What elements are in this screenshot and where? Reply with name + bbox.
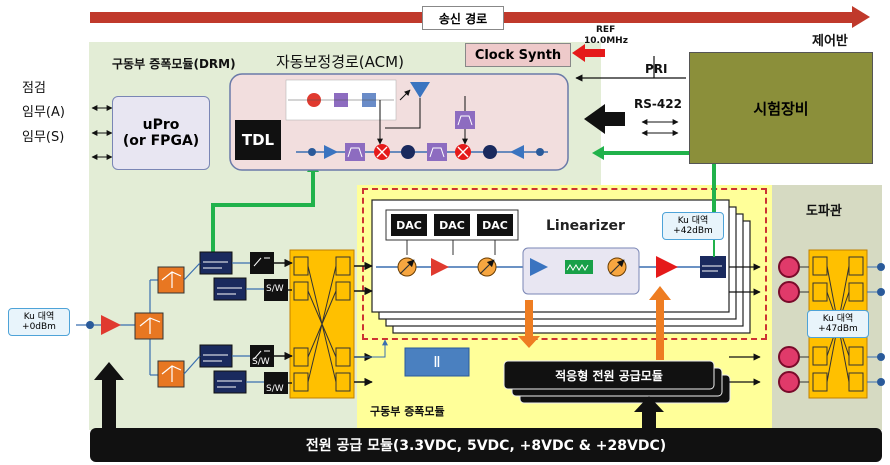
upro-box[interactable]: uPro (or FPGA)	[112, 96, 210, 170]
bias-box-label: Ⅱ	[433, 353, 441, 371]
dac-1[interactable]: DAC	[391, 214, 427, 236]
left-io-arrows	[91, 105, 113, 160]
acm-title: 자동보정경로(ACM)	[276, 53, 404, 71]
sw-label-2: S/W	[252, 357, 270, 367]
ref-label: REF	[596, 25, 616, 35]
sw-label-3: S/W	[266, 384, 284, 394]
clock-synth-box[interactable]: Clock Synth	[465, 43, 571, 67]
input-chain	[76, 279, 158, 376]
tx-path-label: 송신 경로	[422, 6, 504, 30]
bias-box	[404, 347, 470, 377]
rs422-arrows	[641, 119, 679, 136]
ku-47-label: Ku 대역 +47dBm	[807, 310, 869, 338]
power-dividers	[134, 266, 185, 388]
orange-arrows	[518, 286, 671, 360]
drm-title: 구동부 증폭모듈(DRM)	[112, 57, 236, 71]
pri-label: PRI	[645, 62, 668, 76]
attenuators	[397, 257, 627, 277]
check-label: 점검	[22, 81, 46, 96]
ku-42-label: Ku 대역 +42dBm	[662, 212, 724, 240]
switches	[250, 252, 288, 394]
pri-arrow	[575, 56, 686, 82]
power-supply-bar[interactable]: 전원 공급 모듈(3.3VDC, 5VDC, +8VDC & +28VDC)	[90, 428, 882, 462]
adaptive-psu-label[interactable]: 적응형 전원 공급모듈	[555, 368, 663, 383]
power-bus-arrows	[94, 362, 664, 428]
control-panel-label: 제어반	[812, 34, 848, 49]
ref-freq-label: 10.0MHz	[584, 36, 628, 46]
rs422-bus-arrow	[584, 104, 625, 134]
acm-diagram	[229, 73, 569, 171]
adaptive-psu-stack	[503, 360, 731, 404]
twt-label: 도파관	[806, 204, 842, 219]
rs422-label: RS-422	[634, 97, 682, 111]
tdl-box[interactable]: TDL	[235, 120, 281, 160]
left-hybrid-matrix	[289, 249, 355, 399]
mission-a-label: 임무(A)	[22, 105, 65, 120]
sw-label-1: S/W	[266, 284, 284, 294]
drive-amp-label: 구동부 증폭모듈	[370, 405, 445, 418]
linearizer-dashed-border	[362, 188, 767, 340]
mission-s-label: 임무(S)	[22, 130, 65, 145]
test-equipment-box[interactable]: 시험장비	[689, 52, 873, 164]
linearizer-title: Linearizer	[546, 218, 625, 234]
dac-2[interactable]: DAC	[434, 214, 470, 236]
ku-0-label: Ku 대역 +0dBm	[8, 308, 70, 336]
dac-3[interactable]: DAC	[477, 214, 513, 236]
ref-arrow	[572, 44, 605, 62]
couplers	[199, 251, 247, 394]
